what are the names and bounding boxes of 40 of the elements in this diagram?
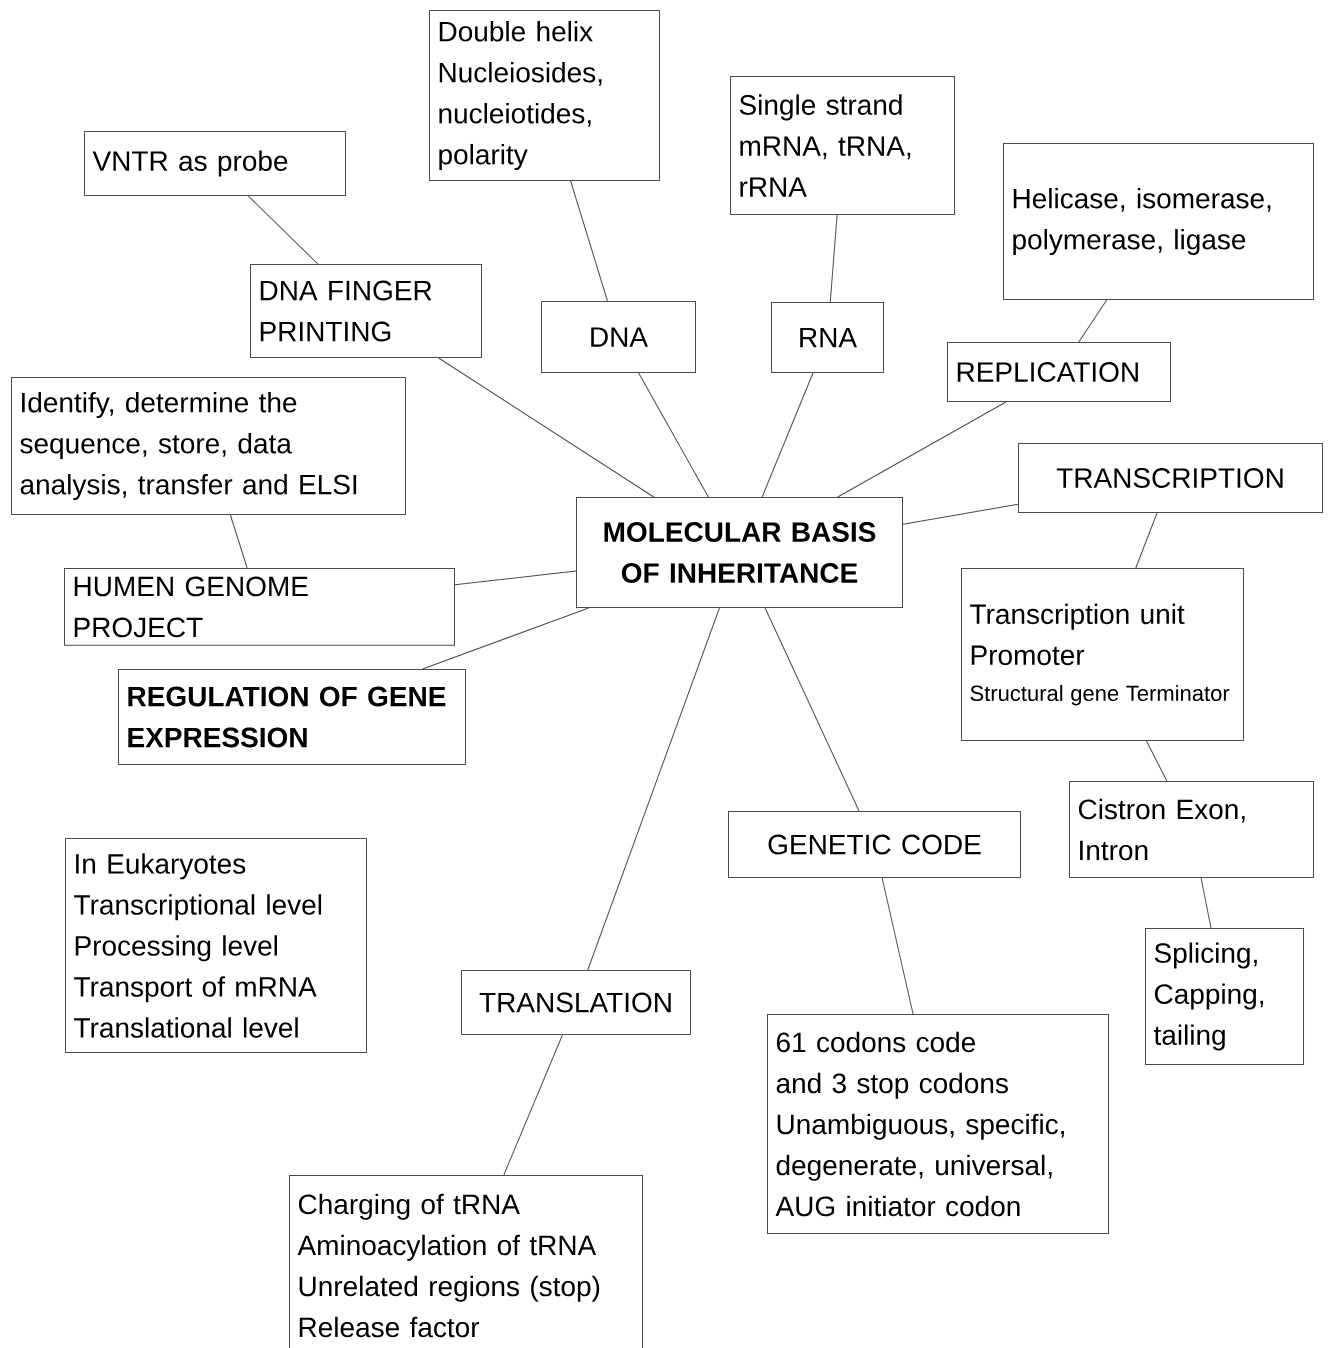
note-box: Transcription unit Promoter Structural gene Terminator [961,568,1244,741]
note-box: Identify, determine the sequence, store, data analysis, transfer and ELSI [11,377,406,515]
note-box: Single strand mRNA, tRNA, rRNA [730,76,955,215]
connector-line [837,401,1007,498]
topic-box: DNA FINGER PRINTING [250,264,482,358]
connector-line [1200,877,1212,929]
connector-line [1078,299,1108,343]
connector-line [902,503,1019,525]
topic-box: TRANSCRIPTION [1018,443,1323,513]
connector-line [881,877,914,1015]
connector-line [764,607,860,812]
connector-line [438,357,655,498]
topic-box: RNA [771,302,884,373]
topic-box: REGULATION OF GENE EXPRESSION [118,669,466,765]
connector-line [1146,740,1168,782]
note-box: Double helix Nucleiosides, nucleiotides, polarity [429,10,660,181]
connector-line [587,607,720,971]
connector-line [1135,512,1158,569]
topic-box: TRANSLATION [461,970,691,1035]
connector-line [229,514,248,569]
connector-line [829,214,838,303]
connector-line [761,372,814,498]
note-box: VNTR as probe [84,131,346,196]
connector-line [503,1034,563,1176]
note-box: Splicing, Capping, tailing [1145,928,1304,1065]
connector-line [247,195,319,265]
topic-box: MOLECULAR BASIS OF INHERITANCE [576,497,903,608]
note-box: In Eukaryotes Transcriptional level Processing level Transport of mRNA Translational level [65,838,367,1053]
connector-line [454,570,577,586]
note-box: Cistron Exon, Intron [1069,781,1314,878]
connector-line [570,180,608,302]
connector-line [422,607,590,670]
note-box: Helicase, isomerase, polymerase, ligase [1003,143,1314,300]
connector-line [638,372,709,498]
topic-box: GENETIC CODE [728,811,1021,878]
note-box: 61 codons code and 3 stop codons Unambiguous, specific, degenerate, universal, AUG initiator codon [767,1014,1109,1234]
topic-box: HUMEN GENOME PROJECT [64,568,455,646]
topic-box: DNA [541,301,696,373]
note-box: Charging of tRNA Aminoacylation of tRNA Unrelated regions (stop) Release factor [289,1175,643,1348]
topic-box: REPLICATION [947,342,1171,402]
